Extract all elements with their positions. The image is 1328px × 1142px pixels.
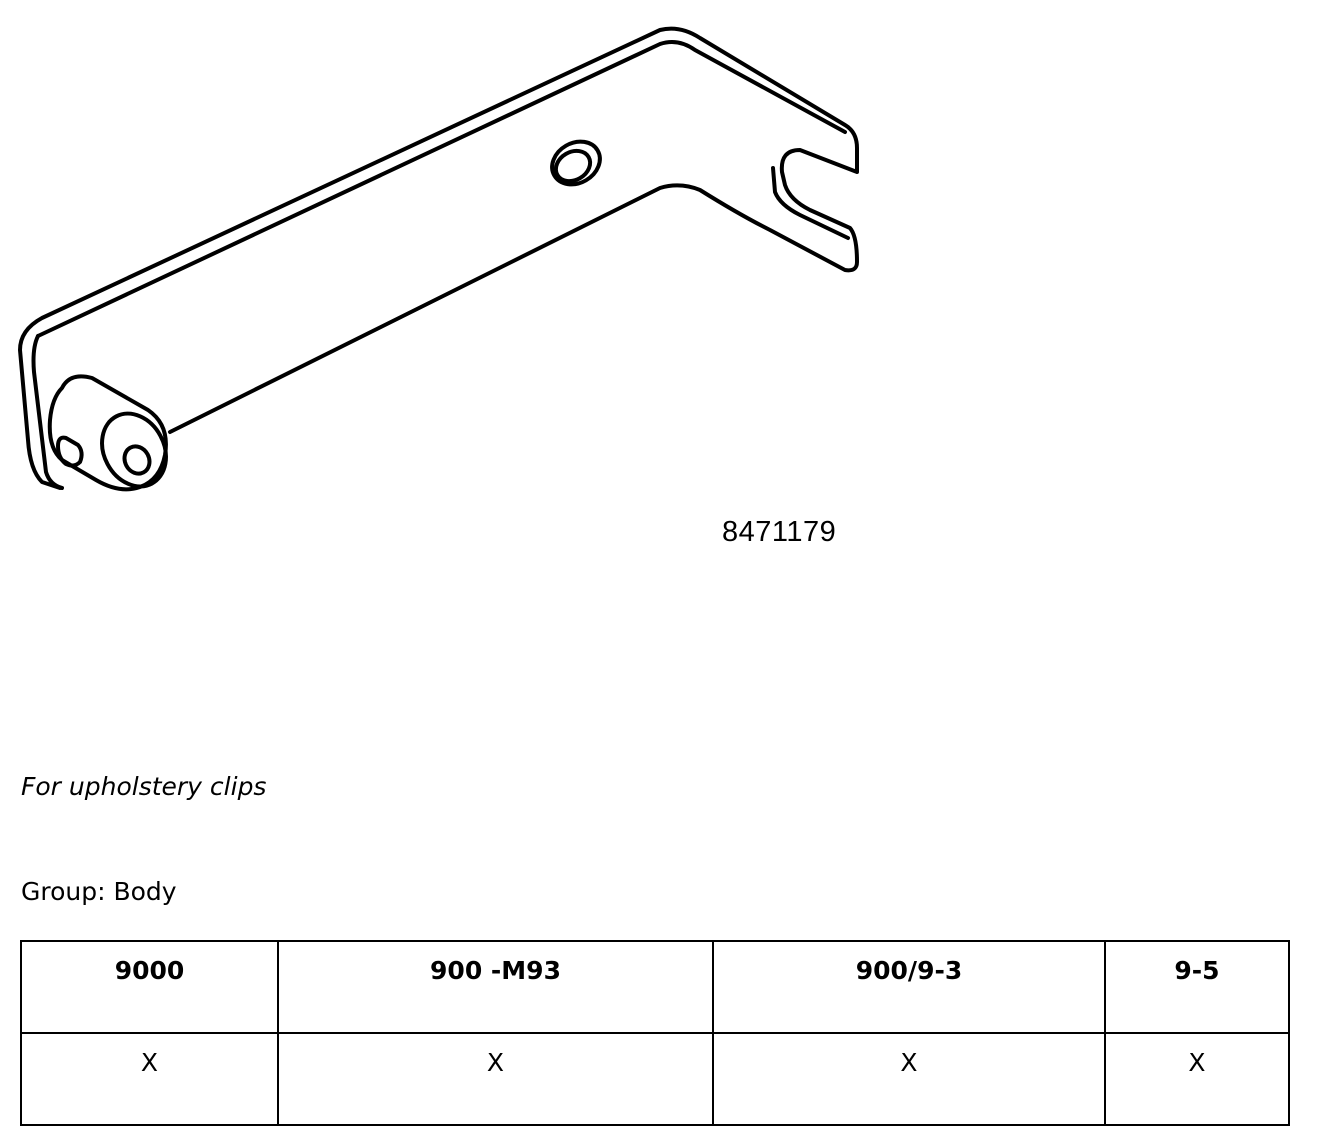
tool-small-peg	[56, 435, 84, 468]
tool-pin-hole	[122, 444, 152, 476]
tool-arm-outline	[18, 26, 859, 490]
header-cell: 9000	[20, 940, 279, 1034]
table-cell: X	[20, 1032, 279, 1126]
tool-pin-face	[100, 411, 168, 489]
header-cell: 900 -M93	[277, 940, 714, 1034]
tool-fork-edge	[771, 166, 850, 240]
table-row: X X X X	[20, 1032, 1290, 1126]
tool-drawing	[18, 26, 859, 492]
header-cell: 900/9-3	[712, 940, 1106, 1034]
table-cell: X	[1104, 1032, 1290, 1126]
model-compatibility-table: 9000 900 -M93 900/9-3 9-5 X X X X	[20, 940, 1290, 1126]
table-cell: X	[277, 1032, 714, 1126]
tool-side-edge	[31, 334, 64, 490]
tool-description: For upholstery clips	[21, 772, 267, 801]
tool-pin-body	[47, 374, 168, 492]
group-label: Group: Body	[21, 877, 177, 906]
header-cell: 9-5	[1104, 940, 1290, 1034]
tool-hole-inner	[553, 148, 593, 184]
table-cell: X	[712, 1032, 1106, 1126]
part-number: 8471179	[722, 516, 837, 548]
tool-arm-inner-edge	[36, 40, 847, 338]
table-header-row: 9000 900 -M93 900/9-3 9-5	[20, 940, 1290, 1034]
tool-hole	[550, 139, 602, 187]
